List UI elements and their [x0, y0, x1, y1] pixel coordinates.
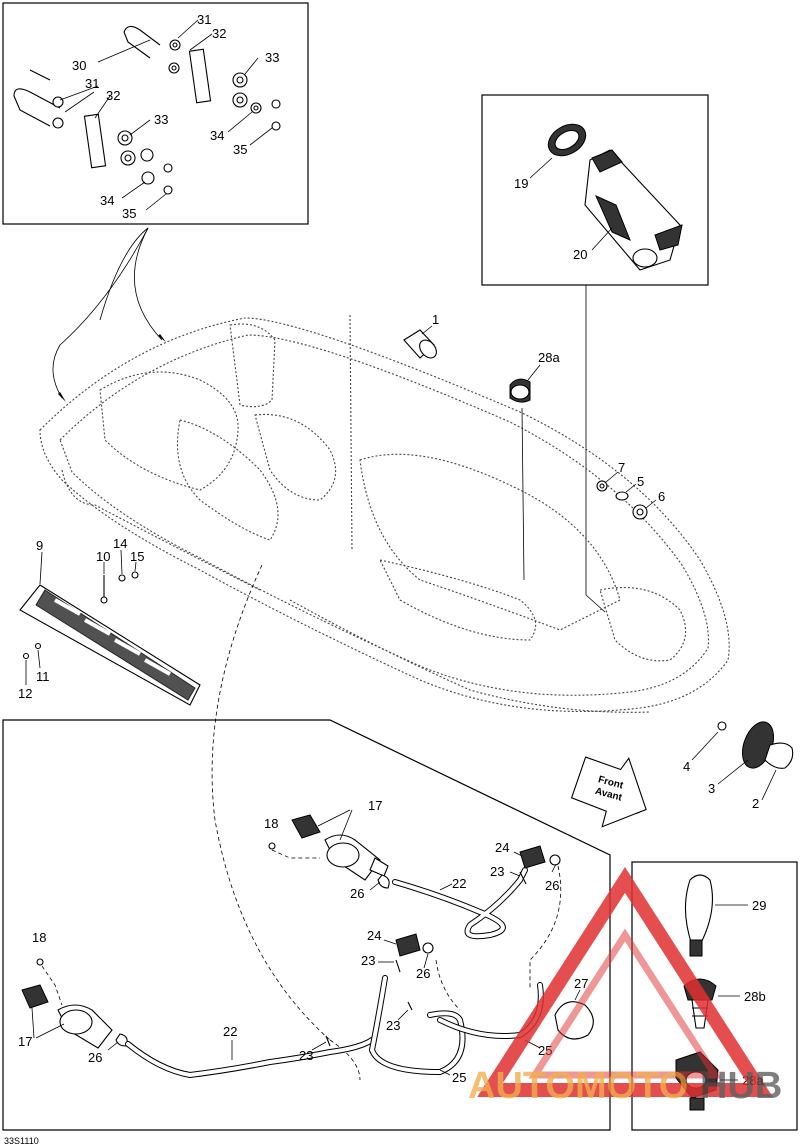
- callout-26: 26: [416, 966, 430, 981]
- u-bolt-upper: [123, 25, 161, 59]
- callout-26: 26: [350, 886, 364, 901]
- callout-18: 18: [264, 816, 278, 831]
- callout-34: 34: [100, 193, 114, 208]
- callout-23: 23: [490, 864, 504, 879]
- callout-32: 32: [106, 88, 120, 103]
- callout-35: 35: [122, 206, 136, 221]
- callout-26: 26: [545, 878, 559, 893]
- inset-ubolt-hardware: 30 31 32 33 31 32 33 34 35 34 35: [2, 2, 309, 225]
- callout-35: 35: [233, 142, 247, 157]
- callout-2: 2: [752, 796, 759, 811]
- callout-28b: 28b: [744, 989, 766, 1004]
- callout-17: 17: [18, 1034, 32, 1049]
- inset-pointer-arrows: [52, 227, 166, 402]
- diagram-code: 33S1110: [4, 1136, 39, 1146]
- part-28a-clamp: 28a: [509, 350, 560, 581]
- callout-24: 24: [495, 840, 509, 855]
- handle-grip-20: [584, 149, 683, 271]
- callout-14: 14: [113, 536, 127, 551]
- callout-34: 34: [210, 128, 224, 143]
- callout-3: 3: [708, 781, 715, 796]
- callout-6: 6: [658, 489, 665, 504]
- callout-24: 24: [367, 928, 381, 943]
- callout-20: 20: [573, 247, 587, 262]
- callout-15: 15: [130, 549, 144, 564]
- handle-ring-19: [547, 123, 587, 157]
- callout-31: 31: [197, 12, 211, 27]
- u-bolt-lower: [13, 88, 61, 127]
- callout-4: 4: [683, 759, 690, 774]
- callout-33: 33: [154, 112, 168, 127]
- parts-23-24-26-fittings-upper: 24 23 26: [490, 840, 562, 990]
- watermark-text-hub: HUB: [700, 1065, 782, 1107]
- part-9-footrest: 9 10 14 15 12 11: [18, 536, 201, 706]
- hull-outline: [39, 314, 730, 713]
- callout-23: 23: [299, 1048, 313, 1063]
- callout-25: 25: [452, 1070, 466, 1085]
- callout-11: 11: [36, 669, 50, 684]
- callout-10: 10: [96, 549, 110, 564]
- callout-23: 23: [361, 953, 375, 968]
- parts-23-24-26-fittings-lower: 24 23 26: [361, 928, 434, 981]
- callout-29: 29: [752, 898, 766, 913]
- callout-17: 17: [368, 798, 382, 813]
- callout-31: 31: [85, 76, 99, 91]
- parts-2-3-4-tow-eye: 4 3 2: [683, 721, 794, 811]
- parts-5-6-7-washers: 7 5 6: [596, 460, 665, 520]
- callout-23: 23: [386, 1018, 400, 1033]
- backing-plate-upper: [188, 48, 212, 104]
- callout-22: 22: [223, 1024, 237, 1039]
- callout-5: 5: [637, 474, 644, 489]
- part-1-plug: 1: [403, 312, 439, 359]
- callout-7: 7: [618, 460, 625, 475]
- callout-12: 12: [18, 686, 32, 701]
- inset-handle-parts: 19 20: [481, 94, 709, 613]
- callout-28a: 28a: [538, 350, 560, 365]
- callout-33: 33: [265, 50, 279, 65]
- front-arrow: Front Avant: [570, 756, 647, 828]
- part-17-fitting-upper: 17 18 26: [264, 798, 390, 901]
- callout-32: 32: [212, 26, 226, 41]
- part-17-fitting-lower: 17 18 26: [18, 930, 128, 1065]
- callout-22: 22: [452, 876, 466, 891]
- callout-19: 19: [514, 176, 528, 191]
- backing-plate-lower: [83, 113, 107, 169]
- part-29-cable-tie: 29: [684, 874, 766, 957]
- watermark-logo: AUTOMOTO HUB: [468, 867, 782, 1107]
- watermark-text-automoto: AUTOMOTO: [468, 1065, 688, 1107]
- callout-1: 1: [432, 312, 439, 327]
- callout-30: 30: [72, 58, 86, 73]
- callout-27: 27: [574, 976, 588, 991]
- callout-9: 9: [36, 538, 43, 553]
- callout-26: 26: [88, 1050, 102, 1065]
- callout-18: 18: [32, 930, 46, 945]
